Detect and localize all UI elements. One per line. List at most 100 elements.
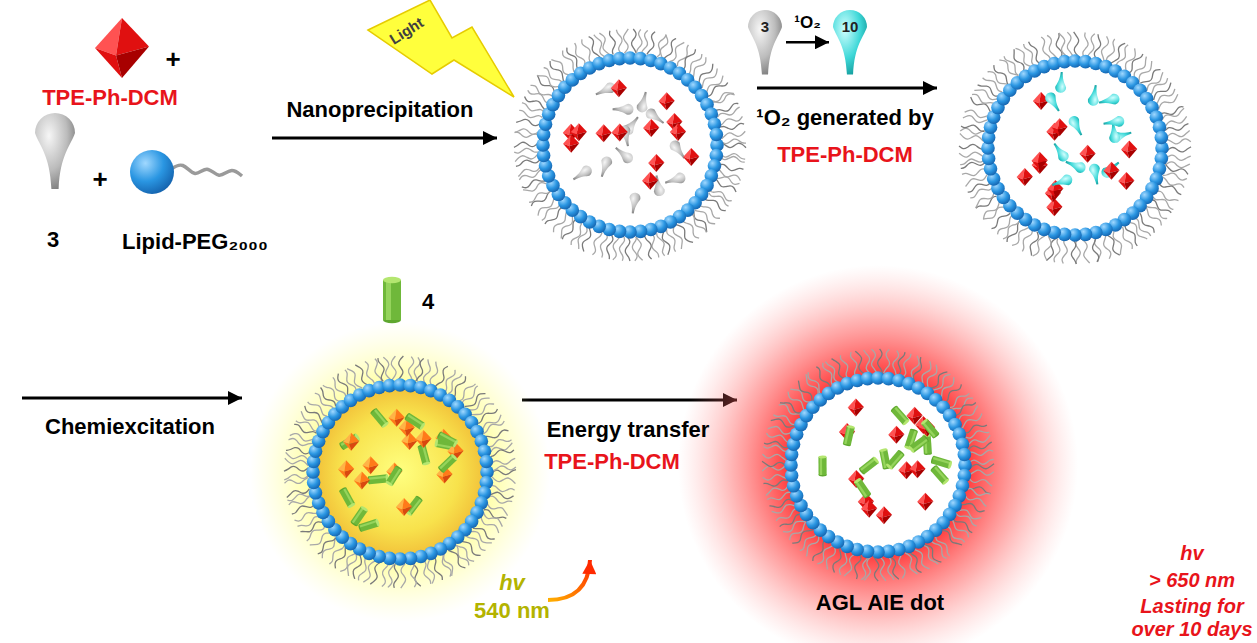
octahedron-molecule <box>611 79 627 97</box>
peg-chain <box>473 528 495 539</box>
peg-chain <box>416 358 424 381</box>
octahedron-face <box>1023 176 1033 185</box>
octahedron-face <box>405 427 415 436</box>
octahedron-face <box>643 128 651 137</box>
cylinder-shine <box>343 489 354 506</box>
octahedron-face <box>362 465 370 474</box>
probe-molecule <box>664 171 687 188</box>
peg-chain <box>1162 108 1184 119</box>
octahedron-face <box>388 418 396 427</box>
edge-label: ¹O₂ <box>792 13 822 33</box>
peg-chain <box>515 132 539 137</box>
octahedron-molecule <box>396 498 412 516</box>
octahedron-molecule <box>659 92 675 110</box>
peg-chain <box>763 475 787 480</box>
peg-chain <box>1029 42 1040 64</box>
peg-chain <box>551 60 570 75</box>
cylinder-top <box>942 478 950 486</box>
octahedron-face <box>577 132 587 141</box>
peg-chain <box>1044 236 1051 261</box>
peg-chain <box>715 103 738 111</box>
peg-chain <box>623 29 628 53</box>
step-label: Energy transfer <box>547 417 710 442</box>
peg-chain <box>1167 147 1191 152</box>
emission-glow <box>250 322 550 622</box>
peg-chain <box>613 236 620 259</box>
peg-chain <box>764 445 787 451</box>
peg-chain <box>1159 94 1178 109</box>
peg-chain <box>490 443 512 453</box>
peg-chain <box>1082 240 1089 263</box>
octahedron-face <box>1038 160 1048 169</box>
octahedron-face <box>344 469 354 478</box>
plus-sign: + <box>92 165 107 195</box>
drop-shape <box>748 10 782 75</box>
octahedron-face <box>916 469 926 478</box>
peg-chain <box>609 31 615 55</box>
nanoparticle <box>250 322 550 622</box>
peg-chain <box>766 486 788 496</box>
peg-chain <box>1166 165 1188 175</box>
octahedron-molecule <box>888 426 904 444</box>
octahedron-face <box>443 474 453 483</box>
lipid-head <box>710 128 724 142</box>
octahedron-face <box>343 442 351 451</box>
lipid-head <box>130 150 174 194</box>
octahedron-face <box>95 48 122 78</box>
peg-chain <box>969 450 993 455</box>
peg-chain <box>936 537 950 556</box>
peg-chain <box>492 477 516 484</box>
octahedron-face <box>895 434 905 443</box>
octahedron-face <box>1127 149 1137 158</box>
peg-chain <box>470 531 492 542</box>
octahedron-molecule <box>354 471 370 489</box>
peg-chain <box>946 384 962 402</box>
probe-molecule <box>1099 158 1122 180</box>
peg-chain <box>338 374 348 397</box>
cylinder-top <box>422 461 431 466</box>
peg-chain <box>905 553 917 574</box>
peg-chain <box>427 559 434 583</box>
probe-molecule <box>1064 157 1087 175</box>
octahedron-face <box>848 407 856 416</box>
peg-chain <box>619 237 624 261</box>
peg-chain <box>582 39 590 62</box>
peg-chain <box>965 110 989 117</box>
peg-chain <box>578 226 587 249</box>
compound-name: TPE-Ph-DCM <box>544 449 680 474</box>
probe-molecule <box>1050 140 1071 163</box>
peg-chain <box>840 355 847 378</box>
peg-chain <box>388 564 395 587</box>
octahedron-face <box>659 101 667 110</box>
peg-chain <box>851 352 857 376</box>
peg-chain <box>488 440 511 447</box>
peg-chain <box>705 199 726 211</box>
cylinder-shine <box>820 457 822 475</box>
octahedron-molecule <box>848 398 864 416</box>
peg-chain <box>1167 139 1191 144</box>
peg-chain <box>1067 32 1073 56</box>
octahedron-molecule <box>1103 162 1119 180</box>
lipid-head <box>480 455 494 469</box>
peg-chain <box>516 160 539 166</box>
peg-chain <box>323 385 341 401</box>
peg-chain <box>487 502 508 515</box>
peg-tail <box>170 165 242 176</box>
probe-molecule <box>1088 163 1103 186</box>
octahedron-molecule <box>670 123 686 141</box>
peg-chain <box>1140 213 1154 233</box>
peg-chain <box>913 357 921 380</box>
peg-chain <box>978 85 999 96</box>
probe-molecule <box>1055 72 1067 94</box>
peg-chain <box>667 229 676 251</box>
cylinder-shine <box>360 520 378 528</box>
peg-chain <box>525 97 545 110</box>
cylinder-shine <box>855 481 867 497</box>
plus-sign: + <box>165 45 180 75</box>
peg-chain <box>561 217 572 239</box>
octahedron-face <box>854 407 864 416</box>
octahedron-face <box>602 133 612 142</box>
octahedron-face <box>396 507 404 516</box>
peg-chain <box>967 487 990 494</box>
